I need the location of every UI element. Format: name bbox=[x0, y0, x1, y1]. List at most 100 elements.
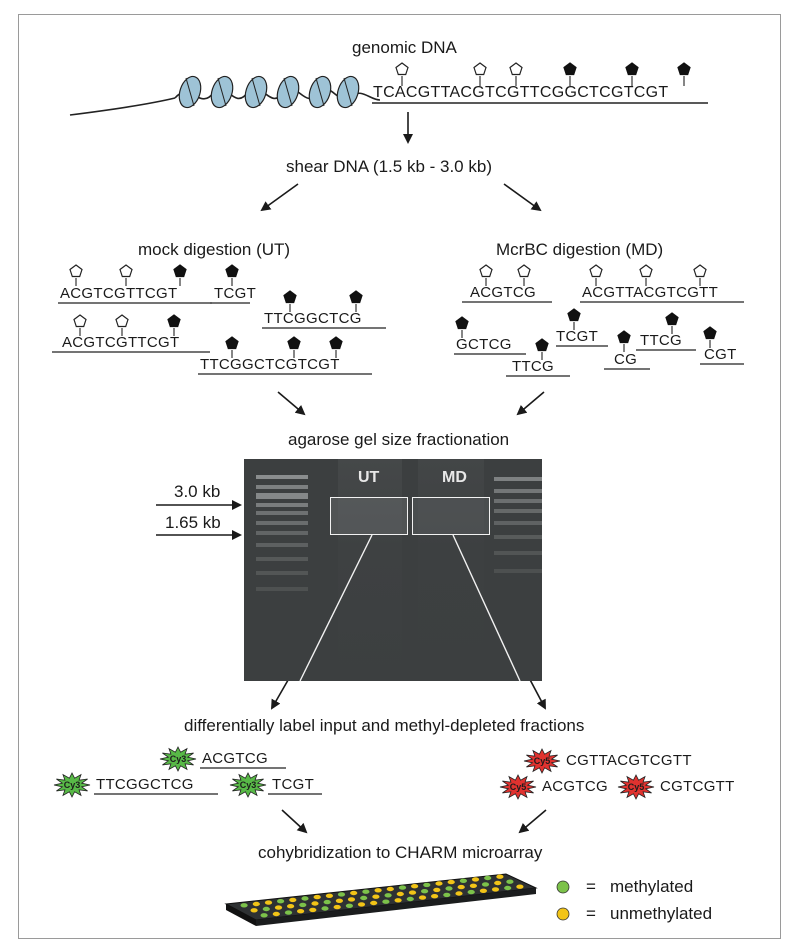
array-spot bbox=[301, 896, 309, 901]
md-fragment: TTCG bbox=[512, 358, 555, 375]
array-spot bbox=[435, 881, 443, 886]
md-fragment: TTCG bbox=[640, 332, 683, 349]
methylated-cpg-marker bbox=[283, 290, 297, 312]
array-spot bbox=[504, 885, 512, 891]
array-spot bbox=[445, 886, 453, 891]
array-spot bbox=[272, 911, 280, 917]
md-fragment: ACGTCG bbox=[470, 284, 536, 301]
array-spot bbox=[350, 890, 358, 896]
array-spot bbox=[252, 901, 260, 907]
array-spot bbox=[260, 913, 268, 918]
array-spot bbox=[496, 874, 504, 879]
microarray-spots bbox=[240, 874, 524, 918]
unmethylated-cpg-marker bbox=[639, 264, 653, 286]
array-spot bbox=[394, 898, 402, 903]
arrow-input-to-hyb bbox=[281, 809, 308, 834]
methylated-cpg-marker bbox=[677, 62, 691, 86]
array-spot bbox=[335, 898, 343, 903]
unmethylated-cpg-marker bbox=[517, 264, 531, 286]
array-spot bbox=[418, 895, 427, 900]
cy5-dye-tag: Cy5 bbox=[617, 774, 655, 800]
methylated-cpg-marker bbox=[703, 326, 717, 348]
step-differential-labeling: differentially label input and methyl-de… bbox=[184, 716, 585, 735]
array-spot bbox=[313, 894, 321, 900]
labeled-depleted-fragment: CGTTACGTCGTT bbox=[566, 752, 692, 769]
array-spot bbox=[309, 907, 317, 913]
unmethylated-cpg-marker bbox=[589, 264, 603, 286]
methylated-cpg-marker bbox=[665, 312, 679, 334]
array-spot bbox=[408, 890, 417, 895]
cy3-dye-tag: Cy3 bbox=[53, 772, 91, 798]
marker-3kb-label: 3.0 kb bbox=[174, 482, 221, 501]
mock-fragment: ACGTCGTTCGT bbox=[62, 334, 180, 351]
nucleosome bbox=[336, 75, 360, 109]
array-spot bbox=[469, 883, 477, 888]
legend-markers bbox=[556, 880, 570, 921]
lane-label-md: MD bbox=[442, 469, 467, 486]
array-spot bbox=[484, 875, 492, 881]
ut-excised-box bbox=[330, 497, 408, 535]
array-spot bbox=[455, 891, 463, 896]
fragment-lines bbox=[52, 301, 744, 795]
array-spot bbox=[398, 885, 407, 890]
nucleosome bbox=[308, 75, 332, 109]
genomic-methyl-markers bbox=[395, 62, 691, 86]
array-spot bbox=[396, 891, 404, 897]
md-fragment: ACGTTACGTCGTT bbox=[582, 284, 719, 301]
array-spot bbox=[345, 903, 353, 908]
mock-fragment: TCGT bbox=[214, 285, 257, 302]
arrow-depleted-to-hyb bbox=[518, 809, 547, 834]
array-spot bbox=[491, 887, 500, 892]
md-fragment: CGT bbox=[704, 346, 737, 363]
array-spot bbox=[357, 902, 366, 907]
array-spot bbox=[297, 909, 305, 914]
fragment-methyl-markers bbox=[69, 264, 717, 360]
cy3-dye-tag: Cy3 bbox=[159, 746, 197, 772]
legend-unmethylated-dot bbox=[556, 907, 570, 921]
array-spot bbox=[337, 892, 346, 897]
marker-1-65kb-label: 1.65 kb bbox=[165, 513, 221, 532]
genomic-sequence: TCACGTTACGTCGTTCGGCTCGTCGT bbox=[373, 84, 669, 101]
array-spot bbox=[333, 904, 341, 910]
methylated-cpg-marker bbox=[455, 316, 469, 338]
dye-label: Cy5 bbox=[509, 782, 527, 792]
array-spot bbox=[431, 894, 439, 899]
array-spot bbox=[479, 888, 487, 893]
array-spot bbox=[433, 887, 441, 893]
unmethylated-cpg-marker bbox=[119, 264, 133, 286]
array-spot bbox=[423, 882, 431, 888]
array-spot bbox=[299, 902, 307, 908]
labeled-depleted-fragment: CGTCGTT bbox=[660, 778, 735, 795]
array-spot bbox=[250, 908, 258, 913]
array-spot bbox=[406, 896, 414, 902]
arrow-mock-to-gel bbox=[277, 391, 306, 416]
methylated-cpg-marker bbox=[287, 336, 301, 358]
legend-eq: = bbox=[586, 877, 596, 896]
array-spot bbox=[277, 899, 285, 904]
array-spot bbox=[384, 893, 392, 898]
array-spot bbox=[284, 910, 293, 915]
array-spot bbox=[287, 904, 295, 909]
array-spot bbox=[447, 879, 455, 885]
nucleosome bbox=[276, 75, 300, 109]
methylated-cpg-marker bbox=[563, 62, 577, 86]
mock-fragment: TTCGGCTCGTCGT bbox=[200, 356, 340, 373]
array-spot bbox=[372, 894, 380, 899]
cy3-dye-tag: Cy3 bbox=[229, 772, 267, 798]
array-spot bbox=[443, 892, 451, 898]
cy5-dye-tag: Cy5 bbox=[523, 748, 561, 774]
array-spot bbox=[457, 884, 465, 890]
nucleosome bbox=[244, 75, 268, 109]
array-spot bbox=[370, 900, 378, 906]
array-spot bbox=[321, 906, 329, 911]
title-genomic-dna: genomic DNA bbox=[352, 38, 457, 57]
array-spot bbox=[494, 880, 502, 886]
unmethylated-cpg-marker bbox=[73, 314, 87, 336]
unmethylated-cpg-marker bbox=[115, 314, 129, 336]
methylated-cpg-marker bbox=[617, 330, 631, 352]
unmethylated-cpg-marker bbox=[395, 62, 409, 86]
nucleosome bbox=[210, 75, 234, 109]
array-spot bbox=[467, 889, 475, 895]
cy5-dye-tag: Cy5 bbox=[499, 774, 537, 800]
array-spot bbox=[411, 884, 419, 889]
